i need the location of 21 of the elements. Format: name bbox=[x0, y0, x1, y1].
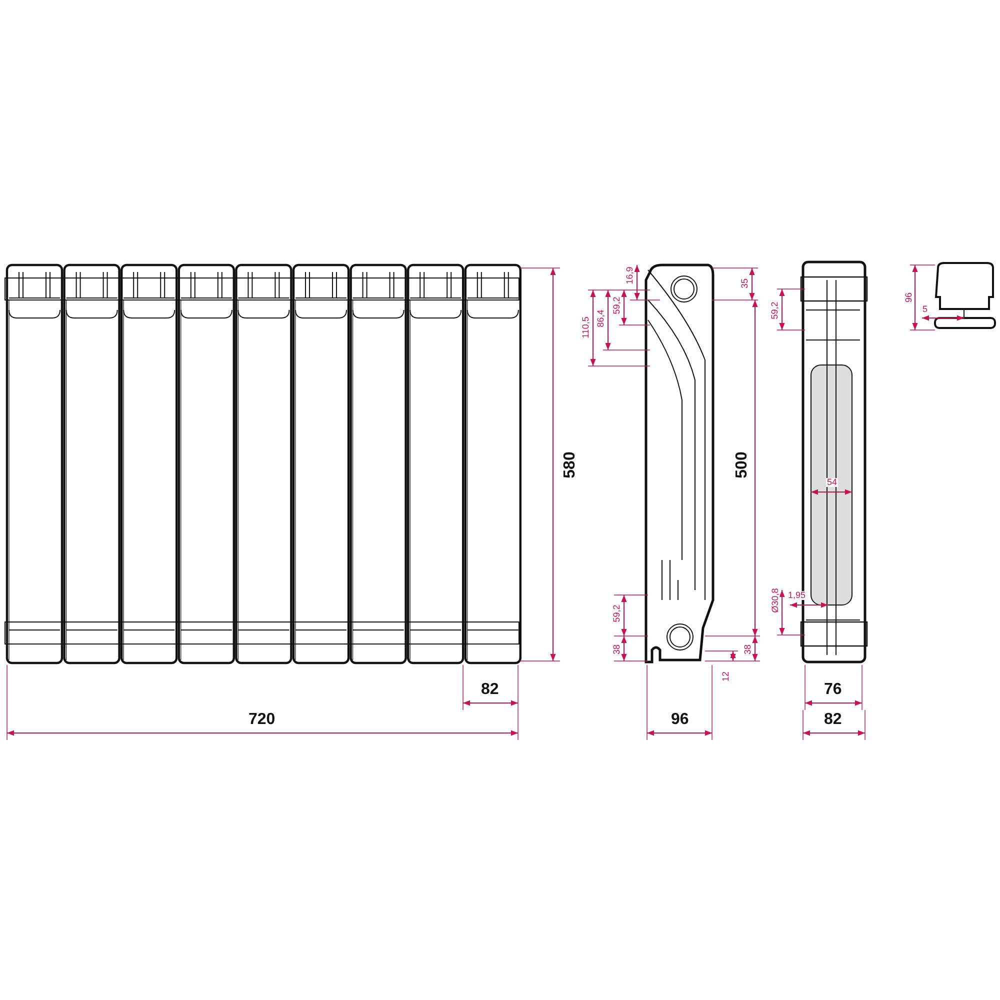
dimension-label: 59,2 bbox=[612, 603, 622, 623]
dimension-label: 38 bbox=[612, 643, 622, 655]
dimension-label: 59,2 bbox=[612, 295, 622, 315]
dimension-label: 16,9 bbox=[625, 265, 634, 285]
dimension-label: 720 bbox=[248, 712, 276, 728]
dimension-label: 110,5 bbox=[581, 315, 590, 339]
dimension-label: 82 bbox=[481, 682, 499, 698]
dimension-label: 35 bbox=[740, 277, 750, 289]
dimension-label: 500 bbox=[734, 452, 750, 478]
dimension-label: 580 bbox=[562, 452, 578, 478]
dimension-label: 59,2 bbox=[770, 300, 780, 320]
dimension-label: 5 bbox=[922, 304, 929, 314]
dimension-label: 1,95 bbox=[787, 590, 807, 600]
dimension-label: 76 bbox=[824, 682, 842, 698]
dimension-label: 86,4 bbox=[596, 308, 606, 328]
dimension-label: 96 bbox=[671, 712, 689, 728]
dimension-label: 38 bbox=[744, 643, 752, 655]
dimension-label: 82 bbox=[824, 712, 842, 728]
dimension-label: Ø30,8 bbox=[770, 586, 780, 614]
dimension-label: 12 bbox=[722, 670, 730, 682]
dimension-label: 96 bbox=[904, 291, 914, 303]
